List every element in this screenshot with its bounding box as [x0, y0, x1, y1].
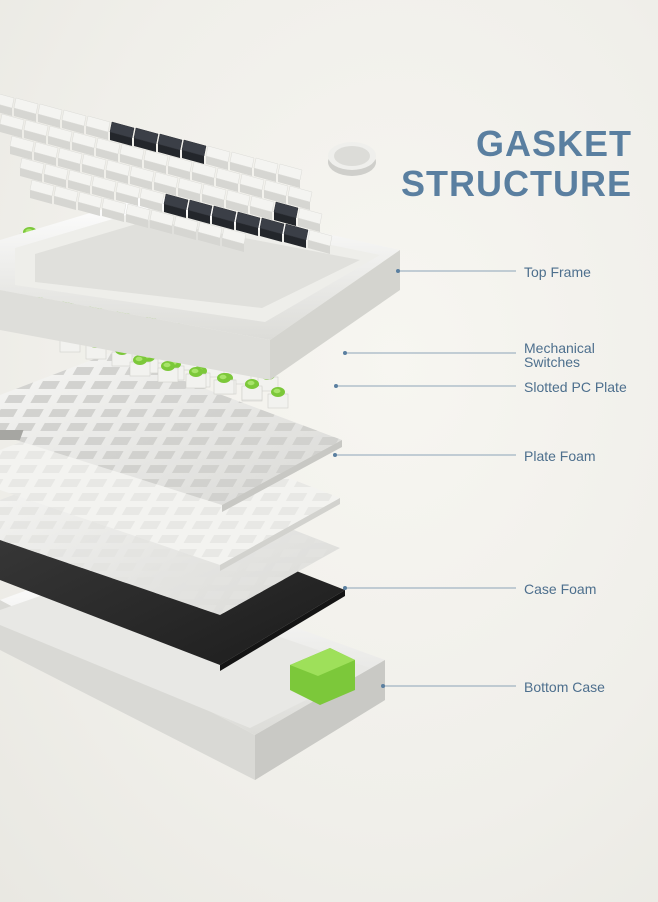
keycap-dark [157, 133, 183, 158]
keycap-white [215, 167, 241, 192]
keycap-dark [235, 211, 261, 236]
keycap-dark [181, 139, 207, 164]
keycap-white [143, 149, 169, 174]
switch [129, 355, 151, 377]
keycap-dark [211, 205, 237, 230]
keycap-white [177, 177, 203, 202]
switch [157, 361, 179, 383]
title-line-1: GASKET [475, 123, 632, 164]
label-case-foam: Case Foam [524, 581, 597, 597]
keycap-white [53, 185, 79, 210]
leader-lines [335, 270, 516, 687]
switch [185, 367, 207, 389]
keycap-white [221, 227, 247, 252]
label-mechanical-switches-line-1: Mechanical [524, 340, 595, 356]
keycap-white [71, 131, 97, 156]
switch [213, 373, 235, 395]
keycap-white [47, 125, 73, 150]
leader-dots [333, 269, 400, 688]
keycap-white [119, 143, 145, 168]
keycap-white [85, 115, 111, 140]
switch [267, 387, 289, 409]
keycap-white [225, 189, 251, 214]
label-slotted-pc-plate: Slotted PC Plate [524, 379, 627, 395]
keycap-white [13, 97, 39, 122]
keycap-white [277, 163, 303, 188]
keycap-white [139, 187, 165, 212]
keycap-dark [163, 193, 189, 218]
slotted-pc-plate [0, 353, 342, 512]
keycap-white [61, 109, 87, 134]
keycap-white [43, 163, 69, 188]
keycap-white [0, 113, 25, 138]
keycap-white [23, 119, 49, 144]
keycap-white [19, 157, 45, 182]
keycap-white [77, 191, 103, 216]
keycap-white [239, 173, 265, 198]
keycap-white [101, 197, 127, 222]
keycap-white [33, 141, 59, 166]
switch [241, 379, 263, 401]
keycap-white [201, 183, 227, 208]
keycap-white [149, 209, 175, 234]
keycap-dark [109, 121, 135, 146]
keycap-white [287, 185, 313, 210]
keycap-white [0, 93, 15, 116]
keycap-white [67, 169, 93, 194]
keycap-white [167, 155, 193, 180]
keycap-white [37, 103, 63, 128]
keycap-white [197, 221, 223, 246]
keycap-white [115, 181, 141, 206]
keycap-dark [187, 199, 213, 224]
keycap-white [129, 165, 155, 190]
keycap-white [253, 157, 279, 182]
keycap-white [153, 171, 179, 196]
keycap-white [91, 175, 117, 200]
keycap-set [0, 93, 333, 254]
keycap-white [29, 179, 55, 204]
page-title: GASKET STRUCTURE [401, 124, 632, 204]
keycap-dark [283, 223, 309, 248]
keycap-white [205, 145, 231, 170]
title-line-2: STRUCTURE [401, 163, 632, 204]
keycap-white [249, 195, 275, 220]
keycap-white [81, 153, 107, 178]
label-bottom-case: Bottom Case [524, 679, 605, 695]
keycap-white [57, 147, 83, 172]
label-plate-foam: Plate Foam [524, 448, 596, 464]
keycap-white [307, 229, 333, 254]
keycap-white [105, 159, 131, 184]
keycap-white [173, 215, 199, 240]
rotary-knob [328, 142, 376, 176]
keycap-white [9, 135, 35, 160]
keycap-white [95, 137, 121, 162]
keycap-white [125, 203, 151, 228]
keycap-dark [259, 217, 285, 242]
keycap-white [191, 161, 217, 186]
keycap-white [229, 151, 255, 176]
keycap-white [297, 207, 323, 232]
keycap-white [263, 179, 289, 204]
label-top-frame: Top Frame [524, 264, 591, 280]
keycap-dark [273, 201, 299, 226]
label-mechanical-switches-line-2: Switches [524, 354, 581, 370]
keycap-dark [133, 127, 159, 152]
